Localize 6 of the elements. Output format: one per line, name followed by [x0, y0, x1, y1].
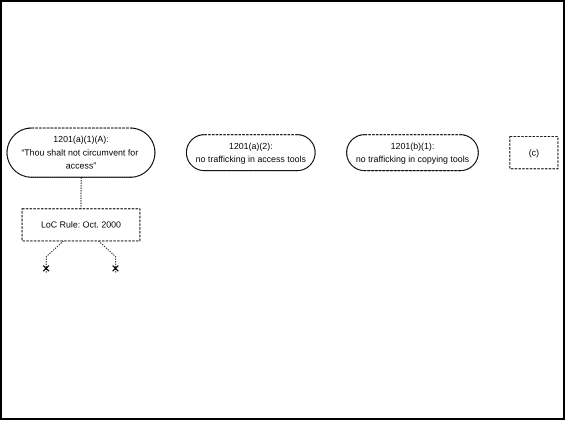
node-box [509, 136, 558, 170]
connector [80, 177, 82, 210]
connector [98, 240, 119, 274]
node-box [22, 208, 140, 242]
diagram: 1201(a)(1)(A): “Thou shalt not circumvent for access” 1201(a)(2): no trafficking in access tools 1201(b)(1): no trafficking in copying tools LoC Rule: Oct. 2000 (c) [2, 123, 563, 297]
connector [42, 240, 64, 274]
